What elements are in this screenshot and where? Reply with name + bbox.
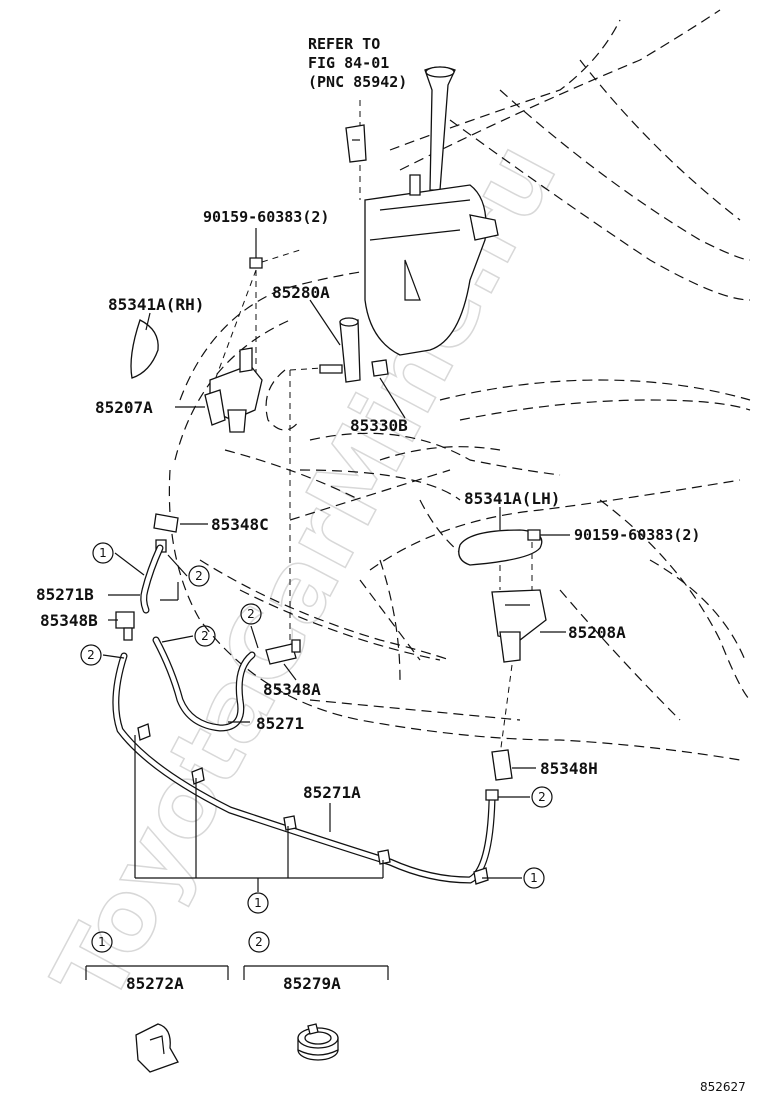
level-sensor-ref — [345, 100, 367, 200]
callout-2-a: 2 — [188, 565, 210, 587]
valve-b — [115, 611, 135, 641]
grommet — [371, 359, 406, 419]
label-valve-h: 85348H — [540, 759, 598, 778]
nozzle-rh — [175, 347, 263, 433]
callout-2-e: 2 — [531, 786, 553, 808]
watermark: ToyotaCarMine.ru — [31, 125, 578, 1020]
label-clamp-1: 85272A — [126, 974, 184, 993]
hose-85271A — [112, 652, 499, 885]
washer-reservoir — [364, 66, 499, 356]
callout-1-c: 1 — [247, 892, 269, 914]
callout-1-b: 1 — [523, 867, 545, 889]
svg-text:2: 2 — [195, 569, 203, 583]
label-cover-lh: 85341A(LH) — [464, 489, 560, 508]
callout-leaders — [102, 552, 530, 892]
svg-text:2: 2 — [255, 935, 263, 949]
label-clamp-2: 85279A — [283, 974, 341, 993]
svg-text:2: 2 — [247, 607, 255, 621]
callout-2-legend: 2 — [248, 931, 270, 953]
cover-lh — [458, 507, 543, 590]
label-valve-a: 85348A — [263, 680, 321, 699]
label-grommet: 85330B — [350, 416, 408, 435]
svg-text:2: 2 — [538, 790, 546, 804]
label-pump: 85280A — [272, 283, 330, 302]
label-nozzle-rh: 85207A — [95, 398, 153, 417]
valve-a — [265, 639, 301, 681]
cover-rh — [130, 312, 159, 379]
valve-h — [491, 749, 536, 781]
callout-2-c: 2 — [240, 603, 262, 625]
svg-text:1: 1 — [98, 935, 106, 949]
svg-text:2: 2 — [201, 629, 209, 643]
svg-text:2: 2 — [87, 648, 95, 662]
clip-85272a — [135, 1023, 179, 1073]
refer-note-line1: REFER TO — [308, 35, 380, 53]
label-nozzle-lh: 85208A — [568, 623, 626, 642]
refer-note-line3: (PNC 85942) — [308, 73, 407, 91]
label-valve-b: 85348B — [40, 611, 98, 630]
label-bolt-top: 90159-60383(2) — [203, 208, 329, 226]
bolt-top — [214, 228, 301, 381]
refer-note-line2: FIG 84-01 — [308, 54, 389, 72]
svg-text:1: 1 — [99, 546, 107, 560]
bolt-right — [527, 529, 570, 590]
label-cover-rh: 85341A(RH) — [108, 295, 204, 314]
label-bolt-right: 90159-60383(2) — [574, 526, 700, 544]
figure-number: 852627 — [700, 1080, 746, 1094]
hose-85271 — [152, 636, 256, 732]
callout-2-b: 2 — [194, 625, 216, 647]
legend — [85, 965, 389, 1073]
callout-1-legend: 1 — [91, 931, 113, 953]
svg-text:1: 1 — [530, 871, 538, 885]
callout-1-a: 1 — [92, 542, 114, 564]
label-hose-b: 85271B — [36, 585, 94, 604]
callout-2-d: 2 — [80, 644, 102, 666]
washer-pump — [289, 299, 361, 640]
svg-text:1: 1 — [254, 896, 262, 910]
nozzle-lh — [491, 589, 566, 756]
hose-85271B — [140, 544, 164, 614]
label-hose-a: 85271A — [303, 783, 361, 802]
label-hose-85271: 85271 — [256, 714, 304, 733]
label-valve-c: 85348C — [211, 515, 269, 534]
